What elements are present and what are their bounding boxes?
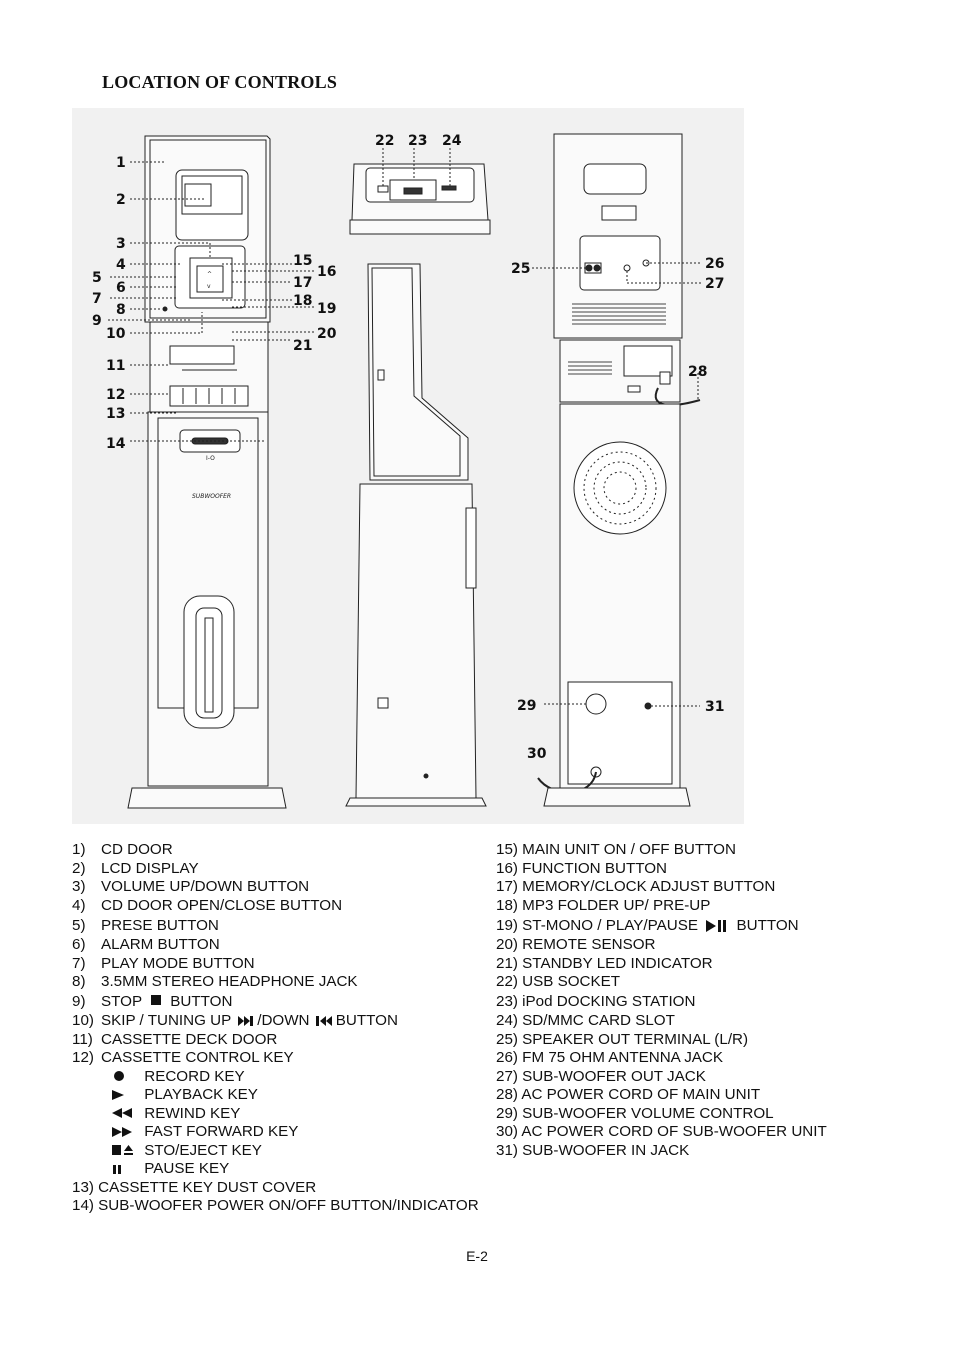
legend-item-17: 17) MEMORY/CLOCK ADJUST BUTTON — [496, 878, 776, 895]
callout-12: 12 — [106, 387, 125, 403]
legend-left: 1)CD DOOR 2)LCD DISPLAY 3)VOLUME UP/DOWN… — [72, 841, 512, 1221]
legend-item-21: 21) STANDBY LED INDICATOR — [496, 954, 713, 972]
callout-8: 8 — [116, 302, 126, 318]
legend-item-14: 14) SUB-WOOFER POWER ON/OFF BUTTON/INDIC… — [72, 1197, 479, 1214]
callout-3: 3 — [116, 236, 126, 252]
legend-item-30: 30) AC POWER CORD OF SUB-WOOFER UNIT — [496, 1123, 827, 1140]
record-icon — [114, 1071, 124, 1082]
stop-icon — [151, 994, 162, 1005]
callout-9: 9 — [92, 313, 102, 329]
cassette-key-pause: PAUSE KEY — [110, 1160, 229, 1179]
legend-item-12: 12)CASSETTE CONTROL KEY — [72, 1049, 294, 1066]
front-view: ^ v I-O SUBWOOFER — [108, 135, 316, 809]
svg-text:^: ^ — [207, 271, 212, 278]
legend-item-4: 4)CD DOOR OPEN/CLOSE BUTTON — [72, 896, 343, 914]
callout-7: 7 — [92, 291, 102, 307]
cassette-key-rewind: REWIND KEY — [110, 1105, 240, 1124]
callout-24: 24 — [442, 133, 462, 149]
legend-item-28: 28) AC POWER CORD OF MAIN UNIT — [496, 1086, 761, 1103]
callout-21: 21 — [293, 338, 312, 354]
cassette-key-record: RECORD KEY — [110, 1068, 245, 1087]
page-number: E-2 — [466, 1248, 488, 1264]
svg-text:I-O: I-O — [206, 455, 215, 462]
legend-item-19: 19) ST-MONO / PLAY/PAUSE BUTTON — [496, 917, 799, 934]
callout-18: 18 — [293, 293, 312, 309]
callout-6: 6 — [116, 280, 126, 296]
callout-26: 26 — [705, 256, 724, 272]
legend-item-18: 18) MP3 FOLDER UP/ PRE-UP — [496, 896, 711, 914]
fast-forward-icon — [112, 1126, 132, 1137]
callout-30: 30 — [527, 746, 547, 762]
callout-28: 28 — [688, 364, 707, 380]
legend-item-20: 20) REMOTE SENSOR — [496, 936, 656, 953]
cassette-key-playback: PLAYBACK KEY — [110, 1086, 258, 1105]
callout-29: 29 — [517, 698, 536, 714]
callout-27: 27 — [705, 276, 724, 292]
stop-eject-icon — [112, 1145, 133, 1156]
legend-item-8: 8)3.5MM STEREO HEADPHONE JACK — [72, 973, 358, 990]
legend-item-16: 16) FUNCTION BUTTON — [496, 859, 668, 877]
callout-19: 19 — [317, 301, 336, 317]
callout-10: 10 — [106, 326, 126, 342]
callout-22: 22 — [375, 133, 394, 149]
callout-25: 25 — [511, 261, 530, 277]
rear-view — [532, 133, 702, 807]
callout-4: 4 — [116, 257, 126, 273]
side-view — [345, 263, 487, 807]
legend-item-2: 2)LCD DISPLAY — [72, 859, 199, 877]
cassette-key-fast-forward: FAST FORWARD KEY — [110, 1123, 298, 1142]
legend-item-25: 25) SPEAKER OUT TERMINAL (L/R) — [496, 1030, 749, 1048]
legend-item-15: 15) MAIN UNIT ON / OFF BUTTON — [496, 841, 736, 858]
controls-diagram: ^ v I-O SUBWOOFER — [72, 108, 744, 824]
callout-13: 13 — [106, 406, 125, 422]
legend-item-22: 22) USB SOCKET — [496, 973, 621, 990]
legend-item-1: 1)CD DOOR — [72, 841, 173, 858]
legend-item-5: 5)PRESE BUTTON — [72, 917, 219, 934]
top-view — [349, 148, 491, 235]
cassette-key-stop-eject: STO/EJECT KEY — [110, 1142, 262, 1161]
callout-17: 17 — [293, 275, 312, 291]
play-icon — [112, 1089, 124, 1100]
svg-text:SUBWOOFER: SUBWOOFER — [192, 493, 231, 500]
callout-11: 11 — [106, 358, 125, 374]
skip-prev-icon — [315, 1015, 332, 1026]
callout-2: 2 — [116, 192, 126, 208]
callout-15: 15 — [293, 253, 312, 269]
callout-20: 20 — [317, 326, 337, 342]
skip-next-icon — [238, 1015, 254, 1026]
legend-item-27: 27) SUB-WOOFER OUT JACK — [496, 1067, 706, 1085]
legend-item-13: 13) CASSETTE KEY DUST COVER — [72, 1178, 317, 1196]
callout-14: 14 — [106, 436, 126, 452]
legend-item-6: 6)ALARM BUTTON — [72, 936, 220, 953]
legend-item-11: 11)CASSETTE DECK DOOR — [72, 1030, 278, 1048]
callout-1: 1 — [116, 155, 126, 171]
callout-31: 31 — [705, 699, 724, 715]
pause-icon — [113, 1164, 121, 1174]
rewind-icon — [112, 1108, 132, 1119]
legend-item-3: 3)VOLUME UP/DOWN BUTTON — [72, 878, 310, 895]
legend-right: 15) MAIN UNIT ON / OFF BUTTON 16) FUNCTI… — [496, 841, 916, 1171]
svg-text:v: v — [207, 283, 211, 290]
legend-item-24: 24) SD/MMC CARD SLOT — [496, 1012, 675, 1029]
legend-item-23: 23) iPod DOCKING STATION — [496, 993, 696, 1010]
page-title: LOCATION OF CONTROLS — [102, 72, 338, 92]
play-pause-icon — [706, 919, 727, 932]
callout-16: 16 — [317, 264, 336, 280]
legend-item-7: 7)PLAY MODE BUTTON — [72, 954, 255, 972]
legend-item-26: 26) FM 75 OHM ANTENNA JACK — [496, 1049, 724, 1066]
legend-item-10: 10)SKIP / TUNING UP /DOWN BUTTON — [72, 1012, 398, 1029]
callout-5: 5 — [92, 270, 102, 286]
callout-23: 23 — [408, 133, 427, 149]
legend-item-31: 31) SUB-WOOFER IN JACK — [496, 1141, 690, 1159]
legend-item-29: 29) SUB-WOOFER VOLUME CONTROL — [496, 1104, 774, 1122]
legend-item-9: 9)STOP BUTTON — [72, 993, 233, 1010]
